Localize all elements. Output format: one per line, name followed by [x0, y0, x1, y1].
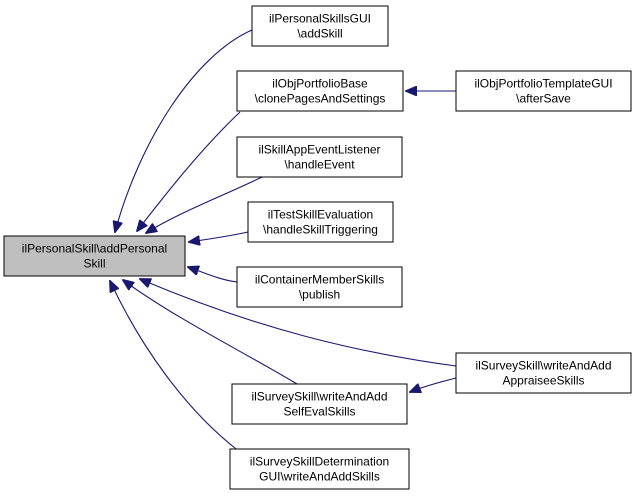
- node-box: [251, 5, 389, 47]
- node-label-line: \addSkill: [297, 27, 342, 41]
- node-skill-app-event-listener[interactable]: ilSkillAppEventListener\handleEvent: [236, 136, 403, 178]
- edge-n8-to-root: [123, 280, 298, 385]
- node-box: [3, 235, 186, 277]
- edge-n9-to-root: [110, 281, 241, 453]
- node-box: [231, 383, 408, 425]
- node-label-line: ilSurveySkill\writeAndAdd: [475, 359, 611, 373]
- node-box: [229, 448, 410, 490]
- edge-n7-to-n8: [410, 377, 457, 392]
- node-box: [455, 70, 632, 112]
- node-obj-portfolio-base[interactable]: ilObjPortfolioBase\clonePagesAndSettings: [236, 70, 404, 112]
- node-test-skill-evaluation[interactable]: ilTestSkillEvaluation\handleSkillTrigger…: [247, 201, 394, 243]
- node-label-line: AppraiseeSkills: [502, 374, 584, 388]
- edge-n7-to-root: [140, 279, 457, 367]
- node-label-line: ilObjPortfolioBase: [272, 77, 368, 91]
- node-obj-portfolio-template-gui[interactable]: ilObjPortfolioTemplateGUI\afterSave: [455, 70, 632, 112]
- node-box: [236, 266, 403, 308]
- edge-n1-to-root: [115, 29, 253, 232]
- node-label-line: ilContainerMemberSkills: [255, 273, 384, 287]
- node-label-line: GUI\writeAndAddSkills: [259, 470, 380, 484]
- nodes: ilPersonalSkill\addPersonalSkillilPerson…: [3, 5, 632, 490]
- node-label-line: ilPersonalSkill\addPersonal: [22, 242, 167, 256]
- node-label-line: ilSurveySkillDetermination: [250, 455, 389, 469]
- node-survey-skill-determination-gui[interactable]: ilSurveySkillDeterminationGUI\writeAndAd…: [229, 448, 410, 490]
- node-label-line: ilObjPortfolioTemplateGUI: [474, 77, 612, 91]
- node-label-line: ilTestSkillEvaluation: [268, 208, 373, 222]
- node-label-line: ilPersonalSkillsGUI: [269, 12, 371, 26]
- node-label-line: \clonePagesAndSettings: [255, 92, 386, 106]
- node-box: [236, 136, 403, 178]
- node-box: [455, 352, 632, 394]
- node-box: [236, 70, 404, 112]
- node-label-line: \afterSave: [516, 92, 571, 106]
- node-label-line: Skill: [83, 257, 105, 271]
- node-container-member-skills[interactable]: ilContainerMemberSkills\publish: [236, 266, 403, 308]
- node-label-line: SelfEvalSkills: [283, 405, 355, 419]
- node-label-line: \handleSkillTriggering: [263, 223, 378, 237]
- node-label-line: \handleEvent: [284, 158, 355, 172]
- edge-n2-to-root: [137, 111, 241, 231]
- node-box: [247, 201, 394, 243]
- node-personal-skills-gui[interactable]: ilPersonalSkillsGUI\addSkill: [251, 5, 389, 47]
- node-label-line: \publish: [299, 288, 340, 302]
- edge-n6-to-root: [188, 267, 238, 283]
- edges: [110, 29, 457, 453]
- node-label-line: ilSurveySkill\writeAndAdd: [251, 390, 387, 404]
- node-label-line: ilSkillAppEventListener: [258, 143, 380, 157]
- edge-n5-to-root: [189, 231, 249, 242]
- edge-n4-to-root: [146, 176, 263, 233]
